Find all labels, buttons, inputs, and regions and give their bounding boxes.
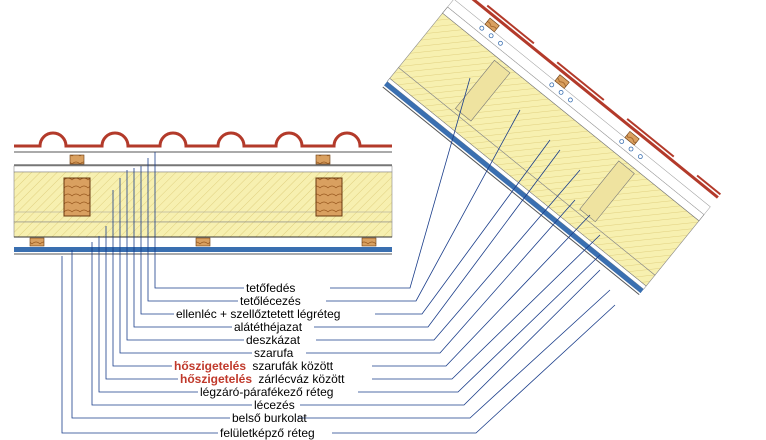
rafter: [315, 177, 343, 217]
batten: [315, 154, 331, 165]
label-tetolecezes: tetőlécezés: [240, 294, 301, 308]
rafter: [63, 177, 91, 217]
label-prefix: hőszigetelés: [180, 372, 252, 386]
layer-labels: tetőfedés tetőlécezés ellenléc + szellőz…: [174, 281, 345, 440]
label-alatethejazat: alátéthéjazat: [234, 320, 303, 334]
label-belso-burkolat: belső burkolat: [232, 411, 307, 425]
sloped-section: [382, 0, 722, 296]
label-hoszigeteles-zarlecvaz: hőszigetelés zárlécváz között: [180, 372, 345, 386]
label-feluletkepzo: felületképző réteg: [220, 426, 315, 440]
label-prefix: hőszigetelés: [174, 359, 246, 373]
label-szarufa: szarufa: [254, 346, 294, 360]
label-suffix: szarufák között: [252, 359, 333, 373]
batten: [69, 154, 85, 165]
label-suffix: zárlécváz között: [258, 372, 345, 386]
flat-section: [13, 131, 393, 255]
label-hoszigeteles-szarufak: hőszigetelés szarufák között: [174, 359, 334, 373]
label-lecezes: lécezés: [254, 398, 295, 412]
label-ellenlec: ellenléc + szellőztetett légréteg: [176, 307, 340, 321]
inner-lining: [14, 247, 392, 252]
label-legzaro: légzáró-párafékező réteg: [200, 385, 333, 399]
label-deszkazat: deszkázat: [246, 333, 301, 347]
roof-tiles: [14, 131, 392, 148]
label-tetofedes: tetőfedés: [246, 281, 295, 295]
leader-lines: [61, 77, 616, 434]
